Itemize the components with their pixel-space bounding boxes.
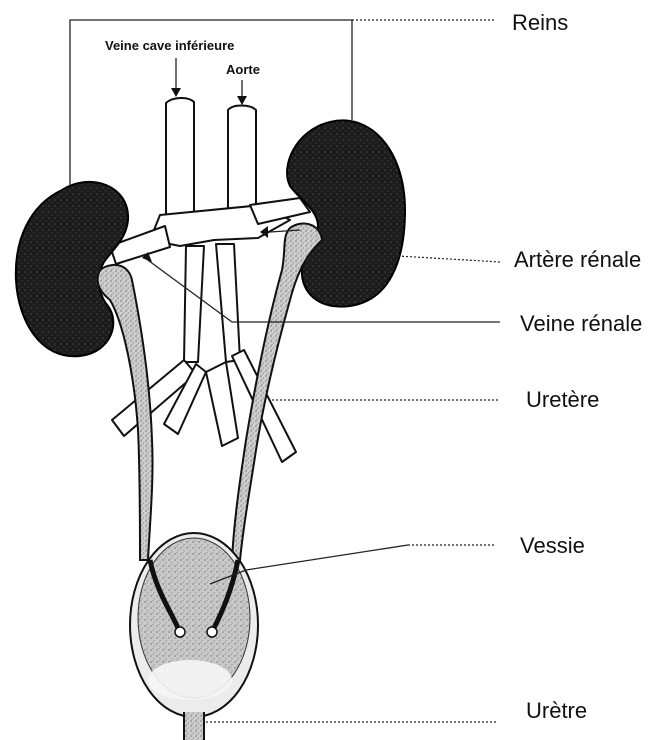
aorte-arrowhead [237, 96, 247, 105]
label-aorte: Aorte [226, 62, 260, 77]
right-descending-vessel [216, 244, 240, 362]
label-reins: Reins [512, 10, 568, 35]
label-artere-renale: Artère rénale [514, 247, 641, 272]
iliac-branch-right-inner [206, 362, 238, 446]
label-vessie: Vessie [520, 533, 585, 558]
label-veine-renale: Veine rénale [520, 311, 642, 336]
left-ureter-orifice [175, 627, 185, 637]
veine-cave-arrowhead [171, 88, 181, 97]
artere-renale-leader [398, 256, 500, 262]
vena-cava-trunk [166, 98, 194, 230]
label-uretre: Urètre [526, 698, 587, 723]
label-veine-cave: Veine cave inférieure [105, 38, 234, 53]
label-uretere: Uretère [526, 387, 599, 412]
left-descending-vessel [184, 246, 204, 362]
bladder-urine-light [148, 660, 232, 700]
right-ureter-orifice [207, 627, 217, 637]
bladder [130, 533, 258, 740]
urethra-fill [185, 712, 203, 740]
aorta-trunk [228, 106, 256, 216]
